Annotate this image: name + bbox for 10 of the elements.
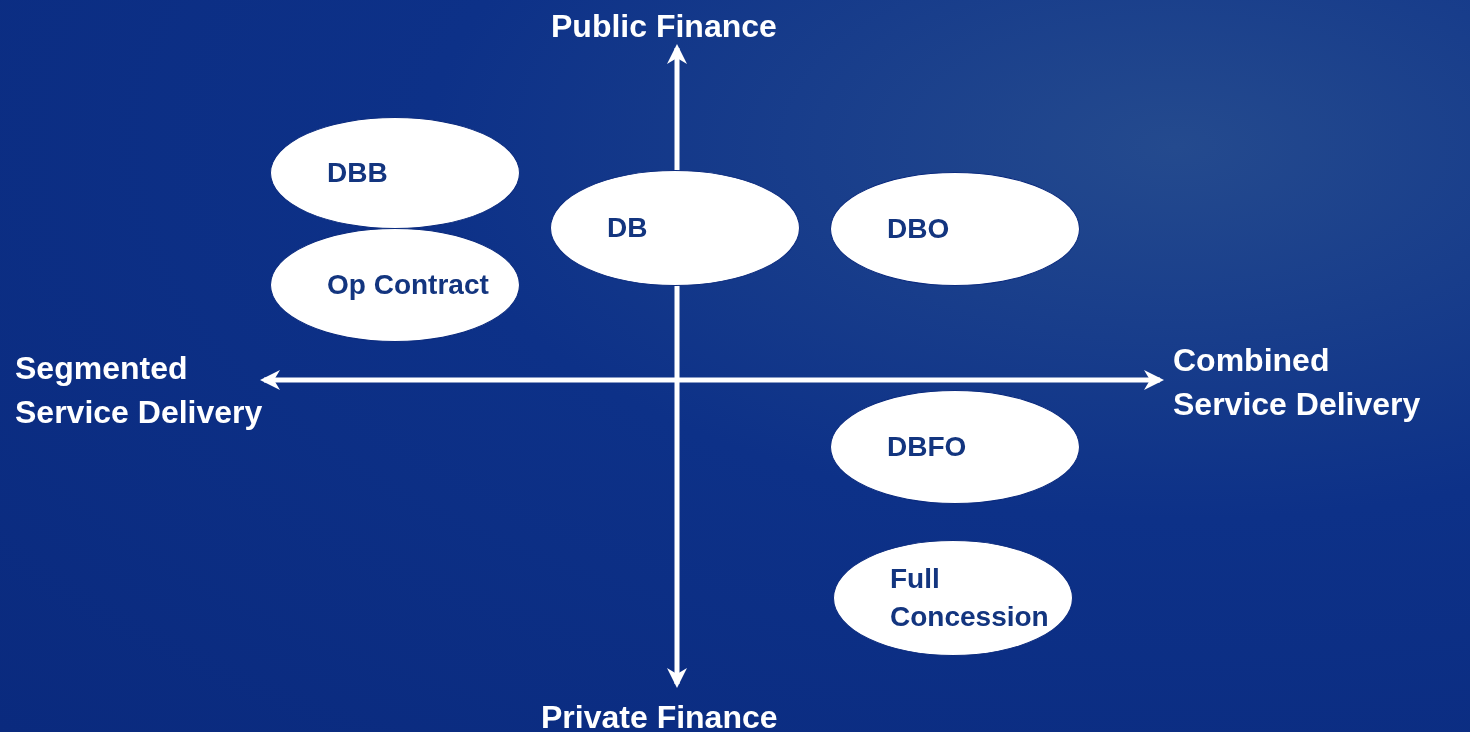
oval-node: Op Contract — [270, 228, 520, 342]
oval-node: DB — [550, 170, 800, 286]
axis-label: Segmented Service Delivery — [15, 349, 264, 432]
oval-node: DBB — [270, 117, 520, 229]
oval-node: Full Concession — [833, 540, 1073, 656]
oval-node: DBO — [830, 172, 1080, 286]
oval-node: DBFO — [830, 390, 1080, 504]
axis-label: Public Finance — [551, 7, 777, 46]
axis-label: Combined Service Delivery — [1173, 341, 1422, 424]
axis-label: Private Finance — [541, 698, 778, 732]
